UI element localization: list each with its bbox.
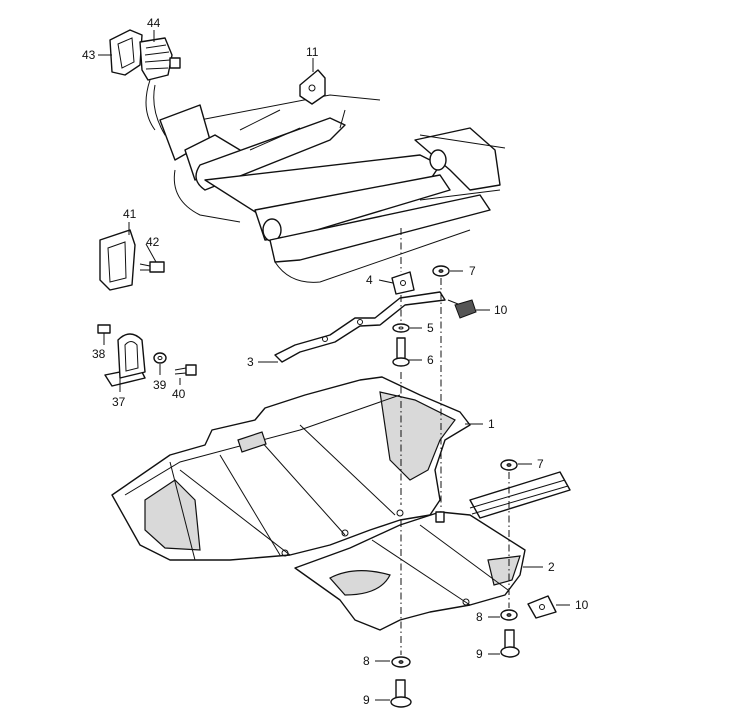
callout-8-right: 8: [476, 610, 483, 624]
mount-37: [104, 333, 146, 387]
callout-6: 6: [427, 353, 434, 367]
callout-38: 38: [92, 347, 106, 361]
bolt-6: [392, 337, 410, 367]
callout-1: 1: [488, 417, 495, 431]
callout-41: 41: [123, 207, 137, 221]
washer-7-lower: [500, 459, 518, 471]
washer-5: [392, 323, 410, 333]
callout-42: 42: [146, 235, 160, 249]
rubber-boot-44: [139, 37, 181, 81]
callout-4: 4: [366, 273, 373, 287]
callout-44: 44: [147, 16, 161, 30]
callout-9-right: 9: [476, 647, 483, 661]
bolt-9-right: [500, 629, 520, 658]
callout-11: 11: [306, 45, 319, 59]
bolt-42: [139, 261, 165, 273]
callout-43: 43: [82, 48, 96, 62]
callout-labels: 43 44 11 41 42 38 37 39 40 3 4 5 6 7 10 …: [82, 16, 589, 707]
callout-8-center: 8: [363, 654, 370, 668]
bolt-38: [97, 324, 111, 345]
plate-41: [99, 229, 136, 291]
callout-7-upper: 7: [469, 264, 476, 278]
underbody-shield-1: [111, 376, 471, 561]
callout-10-upper: 10: [494, 303, 508, 317]
clip-10-lower: [527, 595, 557, 619]
assembly-lines: [400, 228, 510, 655]
washer-8-right: [500, 609, 518, 621]
washer-7-upper: [432, 265, 450, 277]
callout-2: 2: [548, 560, 555, 574]
screw-40: [174, 364, 197, 376]
bolt-9-center: [390, 679, 412, 708]
leader-lines: [98, 30, 570, 701]
callout-37: 37: [112, 395, 126, 409]
washer-8-center: [391, 656, 411, 668]
clip-10-upper: [447, 299, 477, 319]
callout-39: 39: [153, 378, 167, 392]
callout-10-lower: 10: [575, 598, 589, 612]
washer-39: [153, 352, 167, 364]
callout-5: 5: [427, 321, 434, 335]
underbody-shield-2: [294, 511, 526, 631]
side-rail: [469, 471, 571, 519]
clip-nut-4: [391, 271, 415, 295]
boot-cover-43: [109, 29, 143, 76]
vehicle-frame-assembly: [145, 79, 506, 283]
callout-40: 40: [172, 387, 186, 401]
bracket-11: [299, 69, 326, 105]
callout-7-lower: 7: [537, 457, 544, 471]
callout-3: 3: [247, 355, 254, 369]
support-bar-3: [274, 291, 446, 363]
callout-9-center: 9: [363, 693, 370, 707]
